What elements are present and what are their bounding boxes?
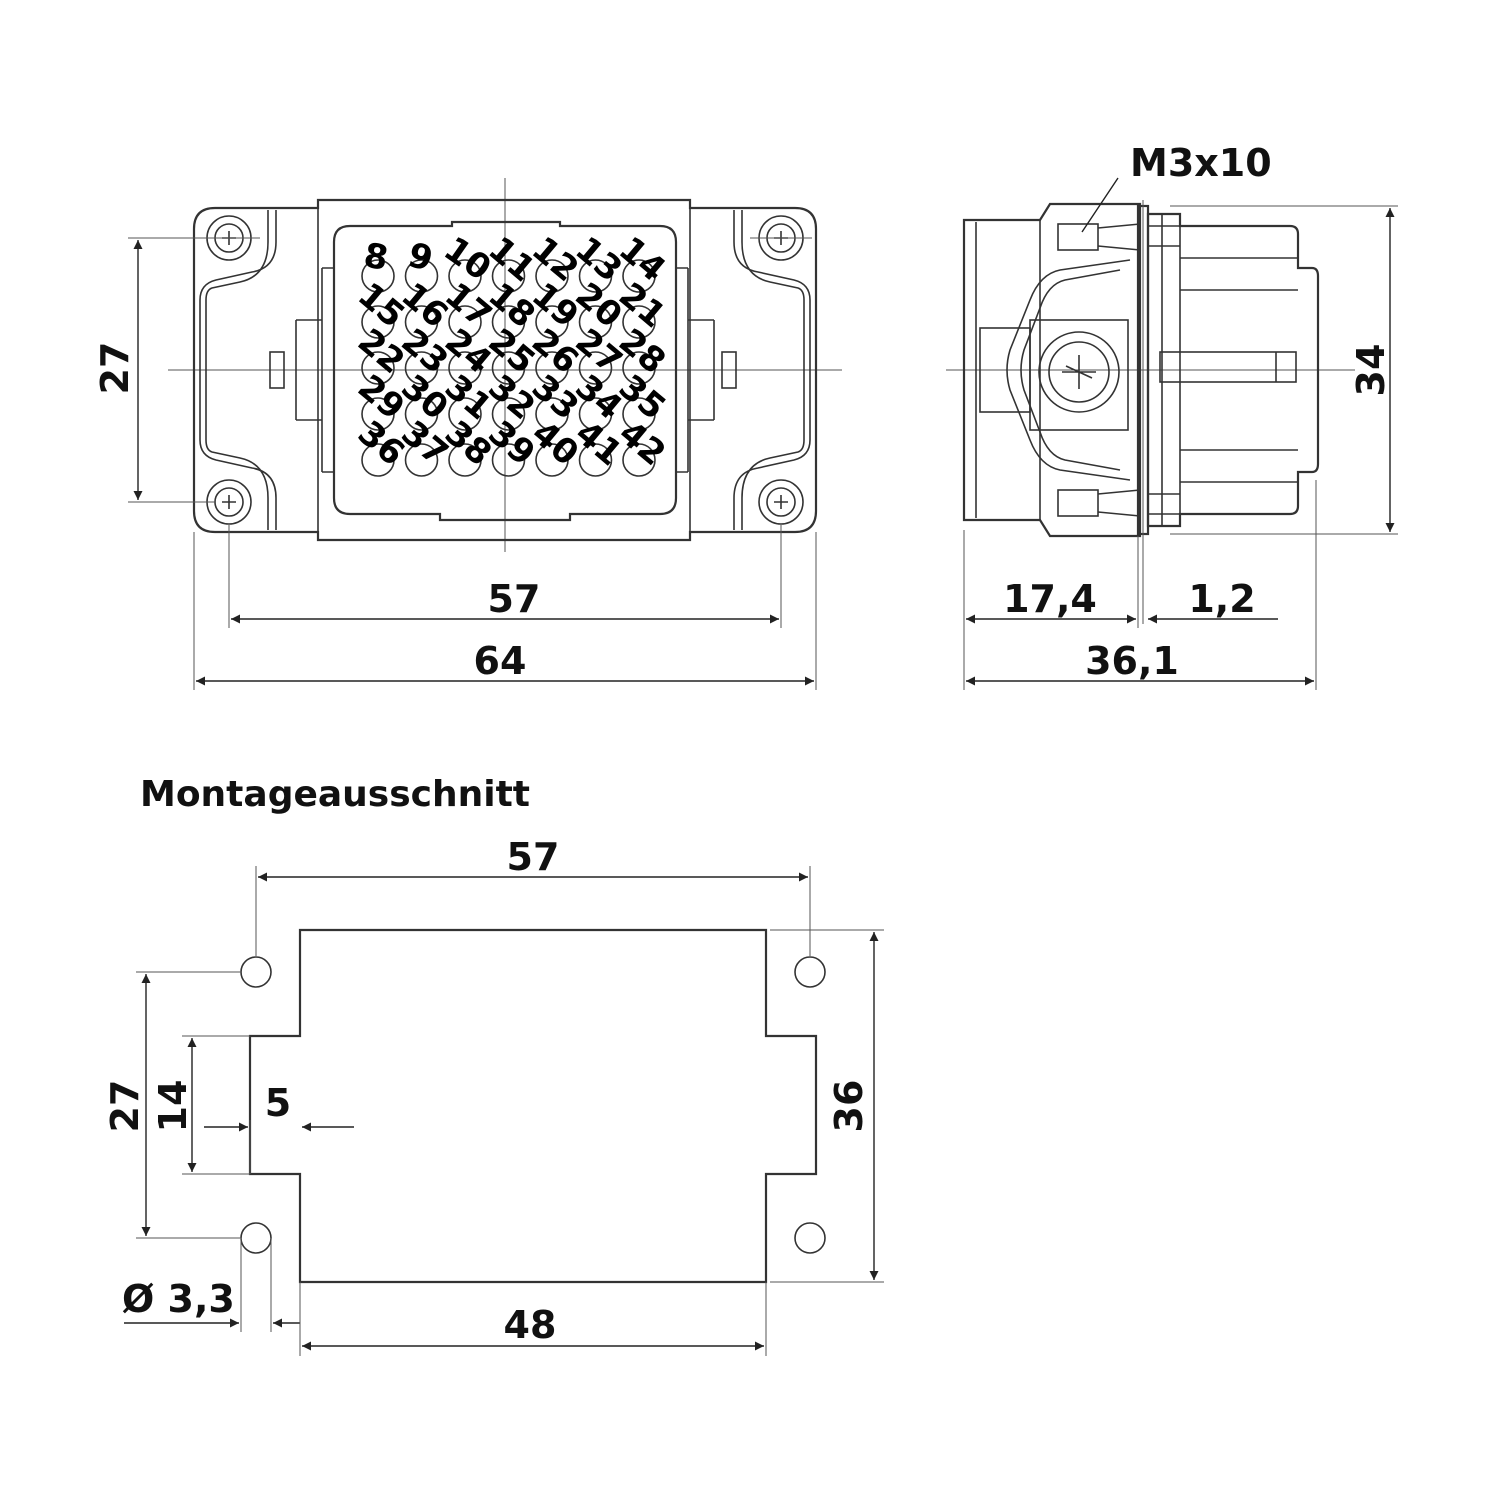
screw-bottom-right-icon bbox=[758, 479, 804, 525]
cutout-hole-diameter-dimension: Ø 3,3 bbox=[122, 1277, 235, 1321]
mounting-hole-bottom-right-icon bbox=[794, 1222, 826, 1254]
side-lock-screw-icon bbox=[1038, 331, 1120, 413]
mounting-hole-top-left-icon bbox=[240, 956, 272, 988]
pin-number-label: 8 bbox=[361, 235, 391, 279]
front-width-dimension: 64 bbox=[474, 639, 527, 683]
mounting-hole-bottom-left-icon bbox=[240, 1222, 272, 1254]
side-view: M3x10 34 17,4 1,2 36,1 bbox=[946, 141, 1398, 690]
pin-contact bbox=[535, 305, 569, 339]
side-housing-outline bbox=[962, 202, 1142, 538]
pin-contact bbox=[535, 397, 569, 431]
pin-contact bbox=[491, 443, 526, 477]
pin-contact bbox=[361, 443, 395, 477]
pin-number-label: 9 bbox=[404, 235, 437, 280]
mounting-hole-top-right-icon bbox=[794, 956, 826, 988]
pin-contact bbox=[578, 397, 613, 431]
screw-top-right-icon bbox=[750, 215, 812, 261]
pin-contact bbox=[361, 259, 395, 293]
pin-contact bbox=[491, 397, 526, 431]
pin-contact bbox=[578, 443, 613, 477]
pin-contact bbox=[404, 351, 439, 385]
pin-contact bbox=[491, 305, 526, 339]
pin-number-label: 42 bbox=[611, 413, 673, 474]
pin-contact bbox=[535, 443, 569, 477]
pin-contact bbox=[361, 305, 395, 339]
pin-contact bbox=[578, 351, 613, 385]
pin-contact bbox=[491, 351, 526, 385]
pin-insert-outline bbox=[332, 220, 678, 522]
pin-contact bbox=[448, 305, 482, 339]
front-flange-outline bbox=[192, 198, 818, 542]
pin-contact bbox=[361, 351, 395, 385]
pin-contact bbox=[578, 259, 613, 293]
cutout-notch-height-dimension: 14 bbox=[151, 1080, 195, 1133]
cutout-outline bbox=[248, 928, 818, 1284]
cutout-notch-depth-dimension: 5 bbox=[265, 1081, 291, 1125]
pin-contact bbox=[535, 351, 569, 385]
cutout-width-dimension: 48 bbox=[504, 1303, 557, 1347]
pin-contact bbox=[622, 259, 656, 293]
pin-contact bbox=[404, 397, 439, 431]
pin-contact bbox=[622, 443, 656, 477]
pin-contact bbox=[622, 351, 656, 385]
pin-contact bbox=[622, 397, 656, 431]
pin-contact bbox=[448, 397, 482, 431]
pin-contact bbox=[448, 259, 482, 293]
pin-contact bbox=[361, 397, 395, 431]
cutout-hole-height-dimension: 27 bbox=[103, 1080, 147, 1133]
pin-contact bbox=[404, 259, 439, 293]
pin-contact bbox=[491, 259, 526, 293]
cutout-hole-spacing-dimension: 57 bbox=[507, 835, 560, 879]
pin-contact bbox=[404, 305, 439, 339]
side-screw-label: M3x10 bbox=[1130, 141, 1272, 185]
front-height-dimension: 27 bbox=[93, 342, 137, 395]
pin-contact bbox=[404, 443, 439, 477]
side-height-dimension: 34 bbox=[1349, 344, 1393, 397]
cutout-height-dimension: 36 bbox=[827, 1080, 871, 1133]
pin-contact bbox=[448, 351, 482, 385]
side-flange-dimension: 1,2 bbox=[1188, 577, 1255, 621]
side-total-depth-dimension: 36,1 bbox=[1085, 639, 1179, 683]
pin-contact bbox=[535, 259, 569, 293]
mounting-cutout: Montageausschnitt 57 36 27 14 5 bbox=[103, 774, 884, 1356]
pin-contact bbox=[578, 305, 613, 339]
front-hole-spacing-dimension: 57 bbox=[488, 577, 541, 621]
cutout-title: Montageausschnitt bbox=[140, 774, 530, 815]
side-depth-front-dimension: 17,4 bbox=[1003, 577, 1097, 621]
pin-contact bbox=[448, 443, 482, 477]
pin-contact bbox=[622, 305, 656, 339]
